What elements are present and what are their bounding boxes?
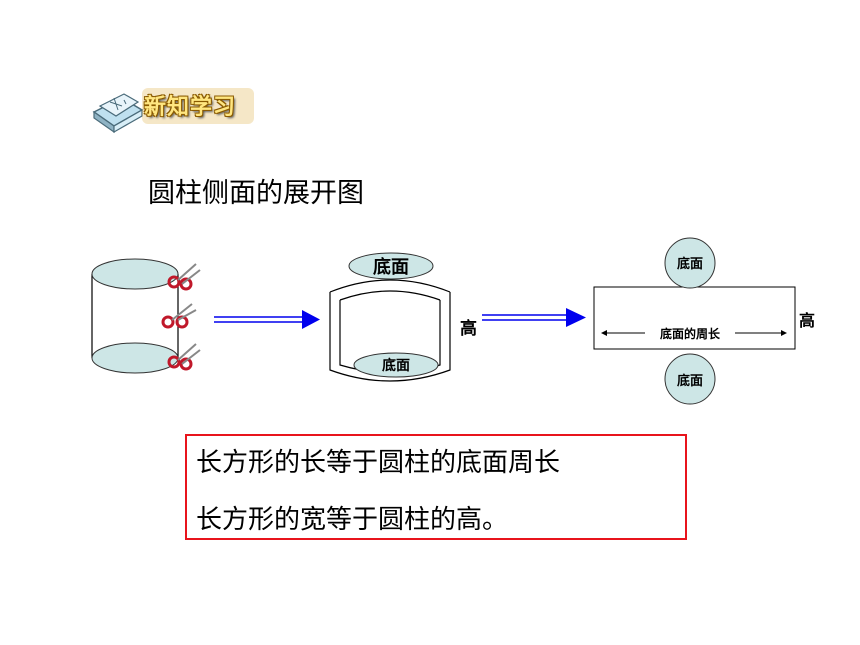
rect-top-circle-label: 底面 <box>677 256 703 272</box>
open-cylinder-height-label: 高 <box>460 318 477 339</box>
unfolding-diagram: 底面 底面 高 底面 底面 底面的周长 高 <box>91 237 815 405</box>
rect-length-label: 底面的周长 <box>660 326 721 341</box>
open-cylinder-shape <box>329 252 451 382</box>
conclusion-line-2: 长方形的宽等于圆柱的高。 <box>196 505 509 535</box>
cylinder-shape <box>91 258 179 374</box>
rect-bottom-circle-label: 底面 <box>677 373 703 389</box>
conclusion-box <box>185 434 687 540</box>
page-title: 圆柱侧面的展开图 <box>148 178 364 209</box>
net-rectangle <box>593 237 796 405</box>
scissors-icon <box>167 343 201 371</box>
scissors-icon <box>161 303 197 329</box>
rect-height-label: 高 <box>799 311 815 330</box>
scissors-icon <box>167 263 201 291</box>
new-knowledge-badge <box>92 88 254 134</box>
open-cylinder-bottom-label: 底面 <box>382 357 410 374</box>
arrow-right-icon <box>482 308 586 327</box>
open-cylinder-top-label: 底面 <box>373 256 409 278</box>
conclusion-line-1: 长方形的长等于圆柱的底面周长 <box>196 448 561 478</box>
book-icon <box>92 93 144 134</box>
arrow-right-icon <box>214 310 320 329</box>
badge-label: 新知学习 <box>144 95 237 120</box>
